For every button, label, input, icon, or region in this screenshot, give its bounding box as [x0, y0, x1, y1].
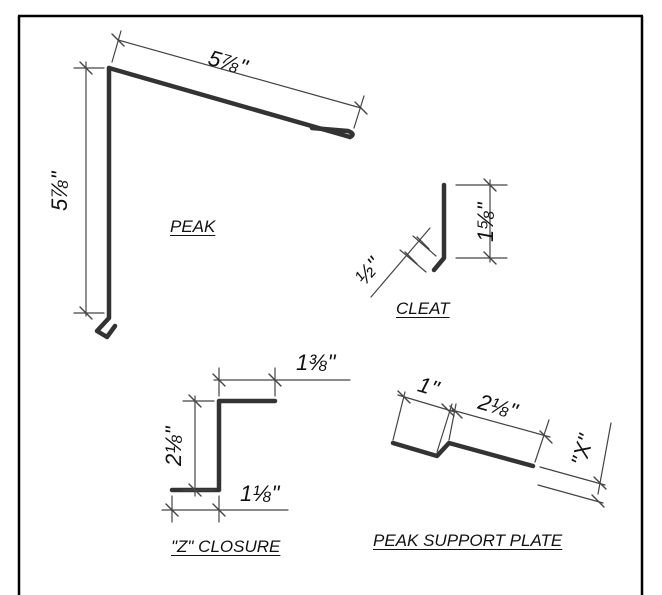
peak-top-tick-right	[354, 101, 368, 115]
psp-title: PEAK SUPPORT PLATE	[373, 531, 563, 550]
z-closure-profile	[169, 398, 278, 493]
peak-title: PEAK	[170, 217, 216, 236]
psp-long-tick-right	[539, 430, 553, 444]
psp-x-tick-bottom	[591, 494, 605, 508]
z-closure-bottom-flange-label: 1⅛"	[240, 481, 280, 506]
peak-height-tick-top	[79, 61, 93, 75]
psp-x-tick-top	[593, 476, 607, 490]
cleat-hem-ext-1	[412, 235, 437, 257]
cleat-height-label: 1⅝"	[472, 202, 498, 242]
peak-hem	[309, 125, 355, 140]
cleat-part	[370, 178, 508, 298]
psp-x-ext-bottom	[537, 484, 604, 504]
z-closure-part	[161, 367, 351, 523]
cleat-height-tick-top	[483, 178, 497, 192]
peak-top-ext-right	[353, 95, 365, 129]
psp-x-dim-line	[597, 422, 612, 495]
cleat-hem-tick-1	[416, 236, 430, 250]
z-bottom-tick-left	[165, 503, 179, 517]
z-top-tick-left	[212, 373, 226, 387]
peak-profile	[94, 65, 118, 340]
psp-short-tick-left	[397, 390, 411, 404]
psp-long-ext-right	[534, 419, 550, 463]
peak-top-leg	[106, 65, 353, 140]
cleat-hem-ext-2	[399, 249, 427, 273]
z-top-tick-right	[268, 373, 282, 387]
psp-profile	[390, 440, 536, 469]
peak-height-tick-bottom	[79, 306, 93, 320]
z-closure-top-flange-label: 1⅜"	[296, 350, 336, 375]
peak-height-label: 5⅞"	[46, 171, 72, 211]
z-height-tick-bottom	[188, 483, 202, 497]
cleat-profile	[431, 182, 447, 273]
peak-top-dim-line	[117, 39, 362, 109]
peak-support-plate-part	[390, 390, 612, 508]
psp-long-dim-line	[451, 409, 551, 438]
z-closure-height-label: 2⅛"	[160, 426, 186, 466]
psp-short-tick-right	[441, 403, 455, 417]
psp-x-ext-top	[539, 466, 606, 486]
z-bottom-tick-right	[212, 503, 226, 517]
psp-short-dim-line	[397, 394, 456, 413]
psp-short-ext-left	[392, 391, 406, 441]
cleat-hem-tick-2	[404, 251, 418, 265]
z-height-tick-top	[188, 394, 202, 408]
psp-long-tick-left	[449, 405, 463, 419]
cleat-height-tick-bottom	[483, 251, 497, 265]
peak-top-ext-left	[111, 30, 122, 63]
z-closure-title: "Z" CLOSURE	[171, 537, 281, 556]
cleat-title: CLEAT	[396, 299, 450, 318]
peak-top-tick-left	[111, 33, 125, 47]
peak-part	[73, 30, 368, 340]
